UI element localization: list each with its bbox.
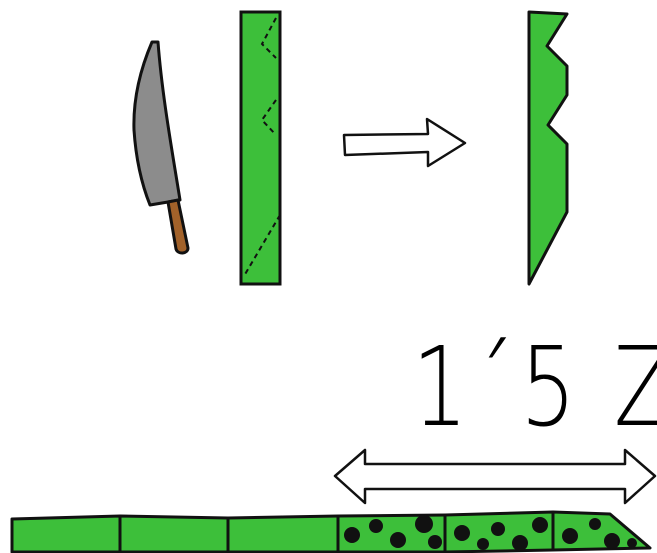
double-arrow-icon xyxy=(335,450,655,503)
knife-icon xyxy=(134,42,188,253)
right-arrow-icon xyxy=(344,119,465,166)
leaf-strip-after xyxy=(529,12,567,284)
knife-blade xyxy=(134,42,180,205)
leaf-strip-before xyxy=(241,12,280,284)
measurement-label: 1´5 Z xyxy=(412,332,657,442)
knife-handle xyxy=(168,200,188,253)
leaf-strip-rect xyxy=(241,12,280,284)
leaf-strip-long xyxy=(12,512,650,552)
